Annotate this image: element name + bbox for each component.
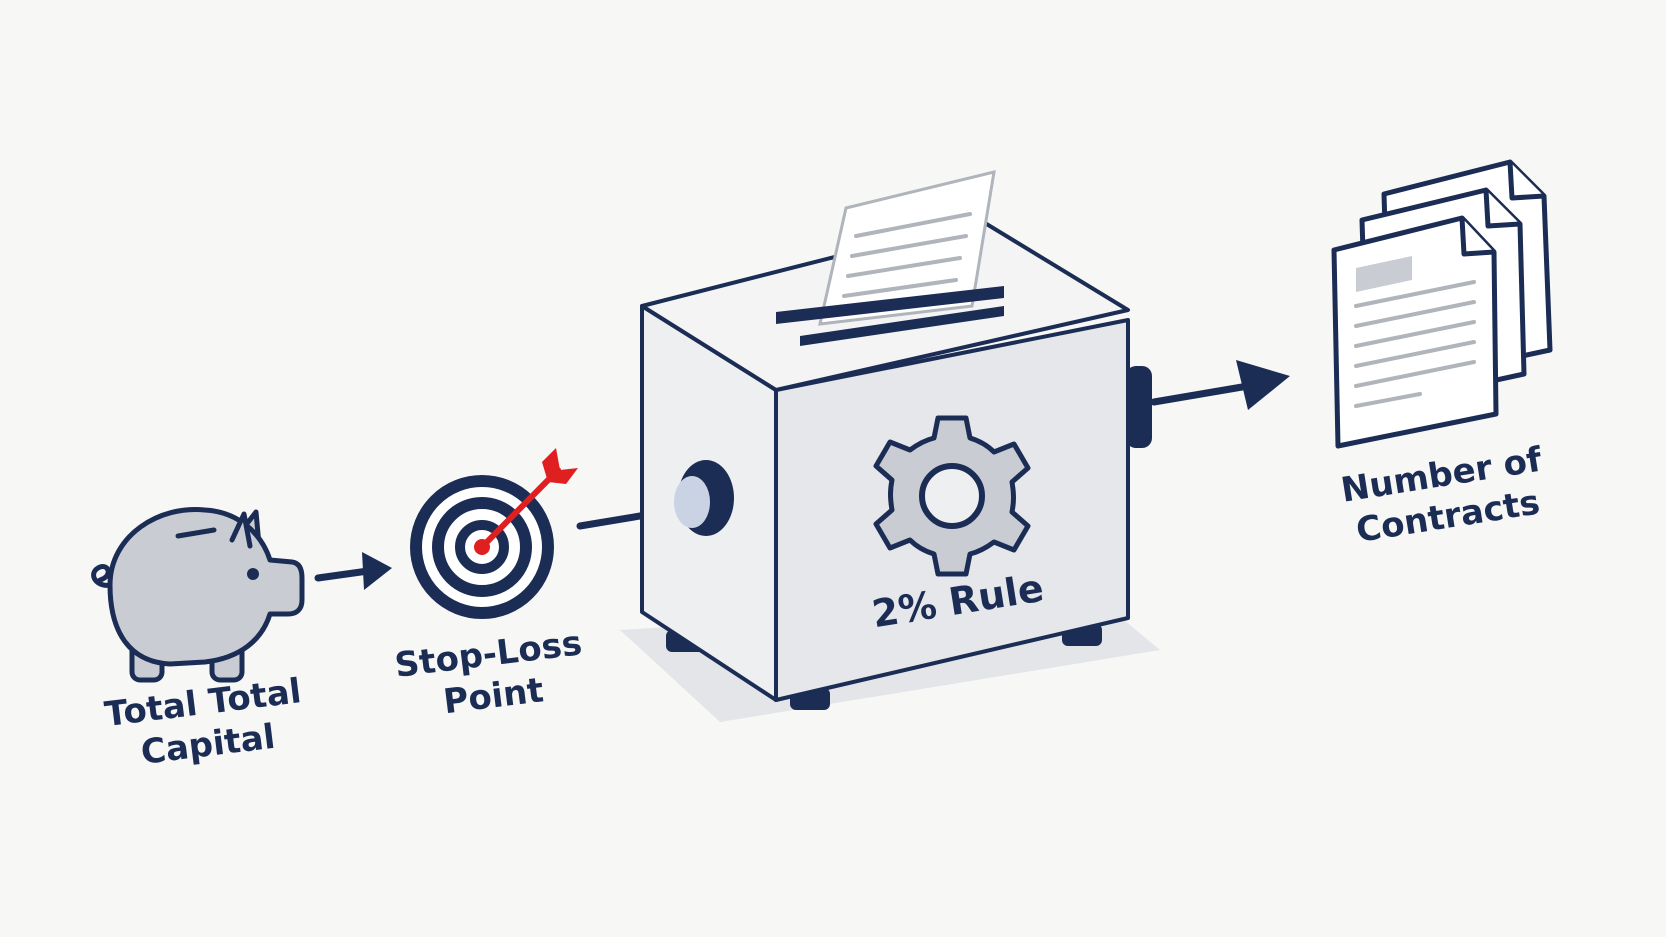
piggy-eye <box>247 568 259 580</box>
piggy-bank-icon <box>91 506 305 683</box>
arrow-capital-to-stoploss <box>314 552 392 590</box>
target-with-arrow-icon <box>410 448 578 619</box>
machine-slot <box>776 286 1004 324</box>
right-knob <box>1126 366 1152 448</box>
document-content <box>1354 256 1476 408</box>
rule-machine <box>620 170 1160 722</box>
paper-lines <box>842 212 972 298</box>
arrow-machine-to-output <box>1150 360 1290 410</box>
gear-icon <box>873 415 1031 577</box>
left-knob-face <box>674 476 710 528</box>
machine-slot-inner <box>800 306 1004 346</box>
